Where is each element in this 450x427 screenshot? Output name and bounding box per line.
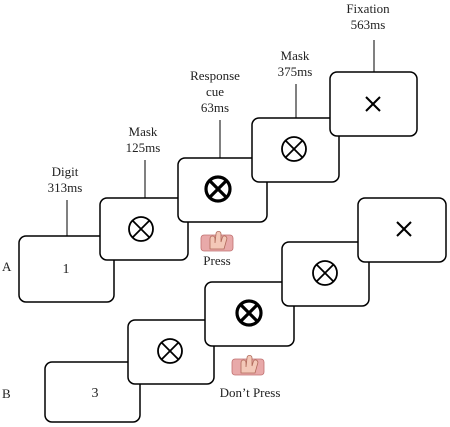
row-label-a: A <box>2 259 12 274</box>
mask-card-b1 <box>127 319 215 385</box>
response-stage-duration: 63ms <box>201 100 229 115</box>
digit-stage-duration: 313ms <box>48 180 83 195</box>
response-stage-name-2: cue <box>206 84 224 99</box>
x-cross-icon <box>396 221 412 237</box>
digit-card-a: 1 <box>18 235 115 303</box>
sequence-b: B 3 Don’t Press <box>2 197 447 423</box>
x-cross-icon <box>365 96 381 112</box>
circled-x-icon <box>312 260 338 286</box>
row-label-b: B <box>2 386 11 401</box>
mask1-stage-duration: 125ms <box>126 140 161 155</box>
hand-press-icon <box>231 355 265 376</box>
sequence-a: A 1 Digit 313ms Mask 125ms <box>2 1 418 303</box>
hand-press-icon <box>200 231 234 252</box>
fixation-card-b <box>357 197 447 263</box>
digit-stage-name: Digit <box>52 164 79 179</box>
digit-card-b: 3 <box>44 361 141 423</box>
response-label-b: Don’t Press <box>220 385 281 400</box>
circled-x-icon <box>157 338 183 364</box>
response-label-a: Press <box>203 253 230 268</box>
mask-card-a1 <box>99 197 189 261</box>
bold-circled-x-icon <box>235 299 263 327</box>
circled-x-icon <box>281 136 307 162</box>
fixation-stage-name: Fixation <box>346 1 390 16</box>
digit-value-b: 3 <box>92 386 99 401</box>
fixation-stage-duration: 563ms <box>351 17 386 32</box>
mask2-stage-duration: 375ms <box>278 64 313 79</box>
response-cue-card-a <box>177 157 268 223</box>
fixation-card-a <box>329 71 418 137</box>
circled-x-icon <box>128 216 154 242</box>
mask-card-b2 <box>281 241 370 307</box>
mask2-stage-name: Mask <box>281 48 310 63</box>
bold-circled-x-icon <box>204 175 232 203</box>
response-cue-card-b <box>204 281 295 347</box>
mask1-stage-name: Mask <box>129 124 158 139</box>
mask-card-a2 <box>251 117 340 183</box>
response-stage-name-1: Response <box>190 68 240 83</box>
digit-value-a: 1 <box>63 262 70 277</box>
